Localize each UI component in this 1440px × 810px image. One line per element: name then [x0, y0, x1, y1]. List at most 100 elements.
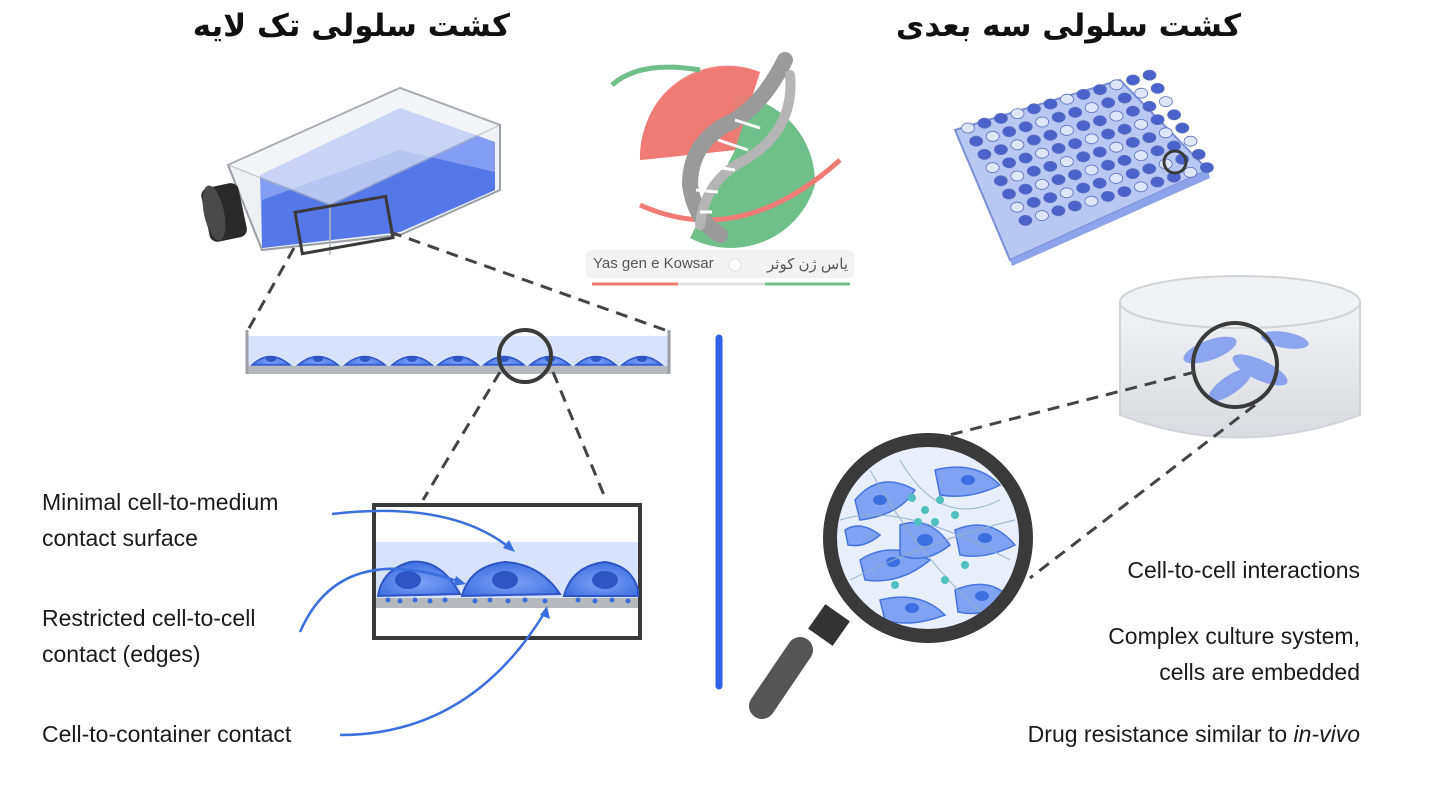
well-plate [953, 69, 1214, 266]
label-arrows [298, 509, 547, 737]
drug-resistance-italic: in-vivo [1293, 721, 1360, 747]
plate-well [1109, 79, 1124, 91]
zoom-lines-strip [421, 371, 608, 501]
plate-well [1051, 174, 1066, 186]
plate-well [1043, 160, 1058, 172]
plate-well [1084, 195, 1099, 207]
plate-well [1150, 176, 1165, 188]
plate-well [1010, 201, 1025, 213]
plate-well [1150, 114, 1165, 125]
plate-well [1175, 122, 1190, 134]
plate-well [1010, 108, 1025, 119]
plate-well [1035, 210, 1049, 222]
plate-well [1051, 111, 1066, 123]
plate-well [1167, 140, 1181, 152]
plate-well [1142, 101, 1157, 112]
plate-well [1158, 127, 1173, 139]
plate-well [993, 175, 1008, 187]
zoom-lines-flask [246, 230, 666, 332]
plate-well [1142, 69, 1157, 81]
plate-well [1076, 182, 1091, 194]
complex-system-line2: cells are embedded [1159, 659, 1360, 685]
magnifier [749, 433, 1033, 719]
cell-contact-line1: Restricted cell-to-cell [42, 605, 256, 631]
plate-well [1051, 142, 1066, 154]
plate-well [1093, 84, 1107, 95]
plate-well [1026, 165, 1041, 177]
plate-well [1092, 146, 1107, 158]
plate-well [1076, 151, 1091, 163]
monolayer-strip [245, 328, 671, 384]
interactions-label: Cell-to-cell interactions [1127, 557, 1360, 583]
plate-well [1076, 120, 1091, 131]
plate-well [1125, 168, 1140, 180]
plate-well [1002, 157, 1016, 169]
plate-well [1125, 136, 1140, 148]
plate-well [1060, 93, 1074, 105]
plate-well [961, 122, 975, 134]
medium-contact-label: Minimal cell-to-medium contact surface [42, 484, 278, 556]
plate-wells [961, 69, 1214, 226]
plate-well [1134, 150, 1148, 162]
plate-well [1134, 87, 1149, 99]
cell-contact-label: Restricted cell-to-cell contact (edges) [42, 600, 255, 672]
zoom-lines-gel [929, 370, 1256, 580]
plate-well [1026, 196, 1041, 208]
plate-well [1027, 103, 1041, 115]
plate-well [1150, 83, 1165, 94]
plate-well [1084, 102, 1099, 113]
3d-culture-title: کشت سلولی سه بعدی [895, 8, 1241, 44]
plate-well [1109, 110, 1124, 122]
medium-contact-line1: Minimal cell-to-medium [42, 489, 279, 515]
company-logo [586, 52, 854, 286]
plate-well [985, 130, 1000, 142]
plate-well [1059, 187, 1074, 199]
plate-well [1018, 152, 1033, 164]
plate-well [1109, 141, 1124, 153]
monolayer-title: کشت سلولی تک لایه [192, 8, 510, 44]
plate-well [1076, 89, 1091, 100]
plate-well [1068, 200, 1082, 212]
plate-well [1068, 138, 1082, 150]
plate-well [1084, 164, 1099, 176]
complex-system-line1: Complex culture system, [1108, 623, 1360, 649]
plate-well [1035, 178, 1049, 190]
plate-well [1101, 159, 1115, 171]
plate-well [1051, 205, 1066, 217]
logo-latin-name: Yas gen e Kowsar [593, 255, 714, 272]
plate-well [1150, 145, 1165, 157]
plate-well [1117, 154, 1132, 166]
plate-well [1134, 119, 1148, 130]
plate-well [1018, 214, 1033, 226]
plate-well [969, 135, 984, 147]
plate-well [1126, 74, 1140, 86]
plate-well [1109, 172, 1124, 184]
plate-well [1167, 109, 1181, 121]
culture-flask [201, 86, 502, 256]
plate-well [1159, 96, 1173, 107]
plate-well [1093, 115, 1107, 127]
plate-well [977, 148, 992, 160]
plate-well [1084, 133, 1099, 145]
plate-well [1183, 135, 1198, 147]
drug-resistance-label: Drug resistance similar to in-vivo [1028, 716, 1360, 752]
embedded-cells [839, 459, 1017, 624]
plate-well [1101, 128, 1115, 140]
drug-resistance-prefix: Drug resistance similar to [1027, 721, 1294, 747]
plate-well [1126, 105, 1140, 117]
plate-well [1142, 132, 1157, 144]
plate-well [1068, 107, 1083, 118]
plate-well [1092, 177, 1107, 189]
plate-well [1010, 170, 1025, 182]
plate-well [985, 162, 1000, 174]
logo-persian-name: یاس ژن کوثر [767, 256, 848, 273]
plate-well [977, 117, 992, 129]
plate-well [1101, 97, 1116, 109]
plate-well [1010, 139, 1025, 151]
plate-well [994, 144, 1008, 156]
plate-well [1002, 188, 1016, 200]
plate-well [1200, 162, 1214, 174]
plate-well [1035, 147, 1049, 159]
plate-well [1043, 192, 1058, 204]
